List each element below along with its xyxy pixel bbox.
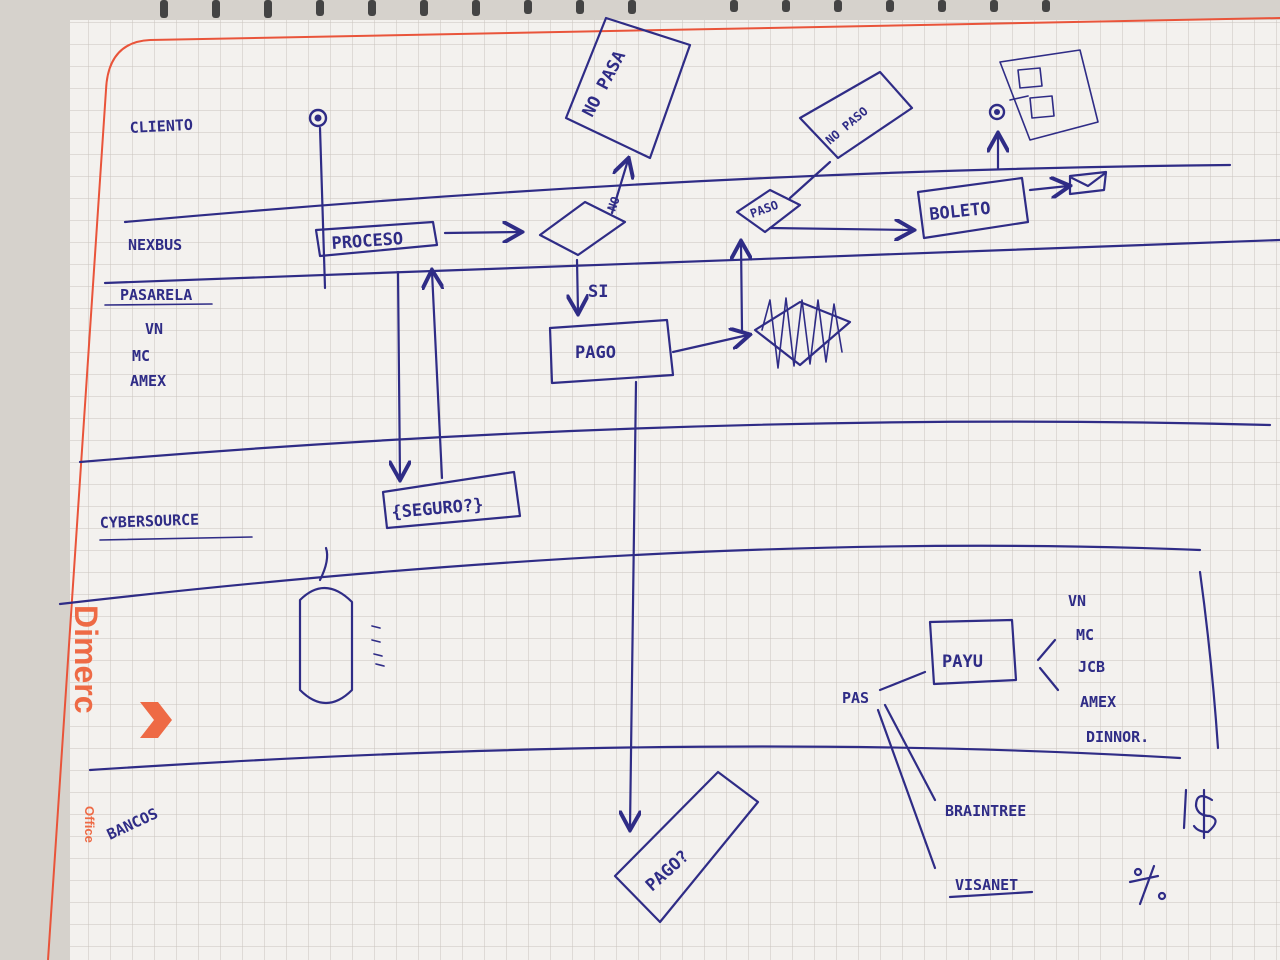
- payu-card-jcb: JCB: [1078, 658, 1105, 676]
- margin-line-top: [149, 17, 1280, 41]
- pasarela-card-amex: AMEX: [130, 372, 166, 390]
- lane-label-pasarela: PASARELA: [120, 286, 192, 304]
- pas-to-payu-line: [878, 670, 927, 692]
- arrow-seguro-to-proceso: [432, 272, 442, 480]
- brand-logo: Dimerc Office: [68, 605, 172, 843]
- payu-box: PAYU: [928, 618, 1018, 686]
- arrow-pago-to-hatched: [671, 335, 748, 354]
- email-icon: [1068, 170, 1108, 196]
- brand-sub: Office: [82, 806, 97, 843]
- pasarela-card-vn: VN: [145, 320, 163, 338]
- lane-label-nexbus: NEXBUS: [128, 236, 182, 254]
- pasarela-card-mc: MC: [132, 347, 150, 365]
- end-node: [988, 103, 1006, 121]
- arrow-to-no-paso: [788, 160, 832, 200]
- payu-card-mc: MC: [1076, 626, 1094, 644]
- arrow-boleto-to-doc: [1028, 186, 1068, 190]
- braintree-label: BRAINTREE: [945, 802, 1026, 820]
- start-flow-line: [318, 126, 327, 290]
- cybersource-underline: [99, 536, 253, 541]
- dollar-sign-icon: [1182, 788, 1217, 840]
- pas-label: PAS: [842, 689, 869, 707]
- pas-to-visanet-line: [876, 708, 937, 870]
- percent-sign-icon: [1128, 864, 1167, 906]
- database-icon: [298, 546, 385, 704]
- payu-card-vn: VN: [1068, 592, 1086, 610]
- arrow-si-to-pago: [577, 258, 578, 312]
- grid: [70, 20, 1280, 960]
- pas-to-braintree-line: [883, 703, 937, 802]
- hatched-decision: [753, 297, 852, 369]
- svg-text:PAGO: PAGO: [575, 343, 616, 363]
- brand-name: Dimerc: [68, 605, 104, 714]
- decision-diamond-1: [538, 200, 627, 257]
- lane-dividers: [58, 163, 1280, 772]
- lane-label-cliente: CLIENTO: [129, 116, 193, 137]
- edge-label-no: NO: [605, 195, 623, 213]
- svg-text:PAYU: PAYU: [942, 652, 983, 672]
- visanet-label: VISANET: [955, 876, 1018, 894]
- proceso-box: PROCESO: [314, 220, 439, 258]
- payu-cards-bracket: [1198, 570, 1220, 750]
- pasarela-underline: [104, 303, 213, 306]
- payu-cards-brace: [1036, 638, 1060, 692]
- start-node: [308, 108, 328, 128]
- payu-card-dinnor: DINNOR.: [1086, 728, 1149, 746]
- arrow-pago-to-bancos: [630, 380, 636, 828]
- arrow-no-to-no-pasa: [610, 160, 628, 215]
- visanet-underline: [948, 890, 1034, 899]
- arrow-proceso-to-seguro: [398, 270, 400, 478]
- arrow-paso-to-boleto: [768, 228, 912, 230]
- arrow-hatched-up: [741, 243, 742, 332]
- margin-line-left: [47, 39, 151, 960]
- arrow-proceso-to-decision: [443, 232, 520, 233]
- svg-text:PROCESO: PROCESO: [331, 229, 404, 254]
- spiral-binding: [160, 0, 1050, 18]
- lane-label-cybersource: CYBERSOURCE: [100, 511, 200, 532]
- payu-card-amex: AMEX: [1080, 693, 1116, 711]
- pago-box: PAGO: [548, 318, 675, 385]
- edge-label-si: SI: [588, 282, 608, 302]
- screen-sketch-icon: [999, 49, 1099, 141]
